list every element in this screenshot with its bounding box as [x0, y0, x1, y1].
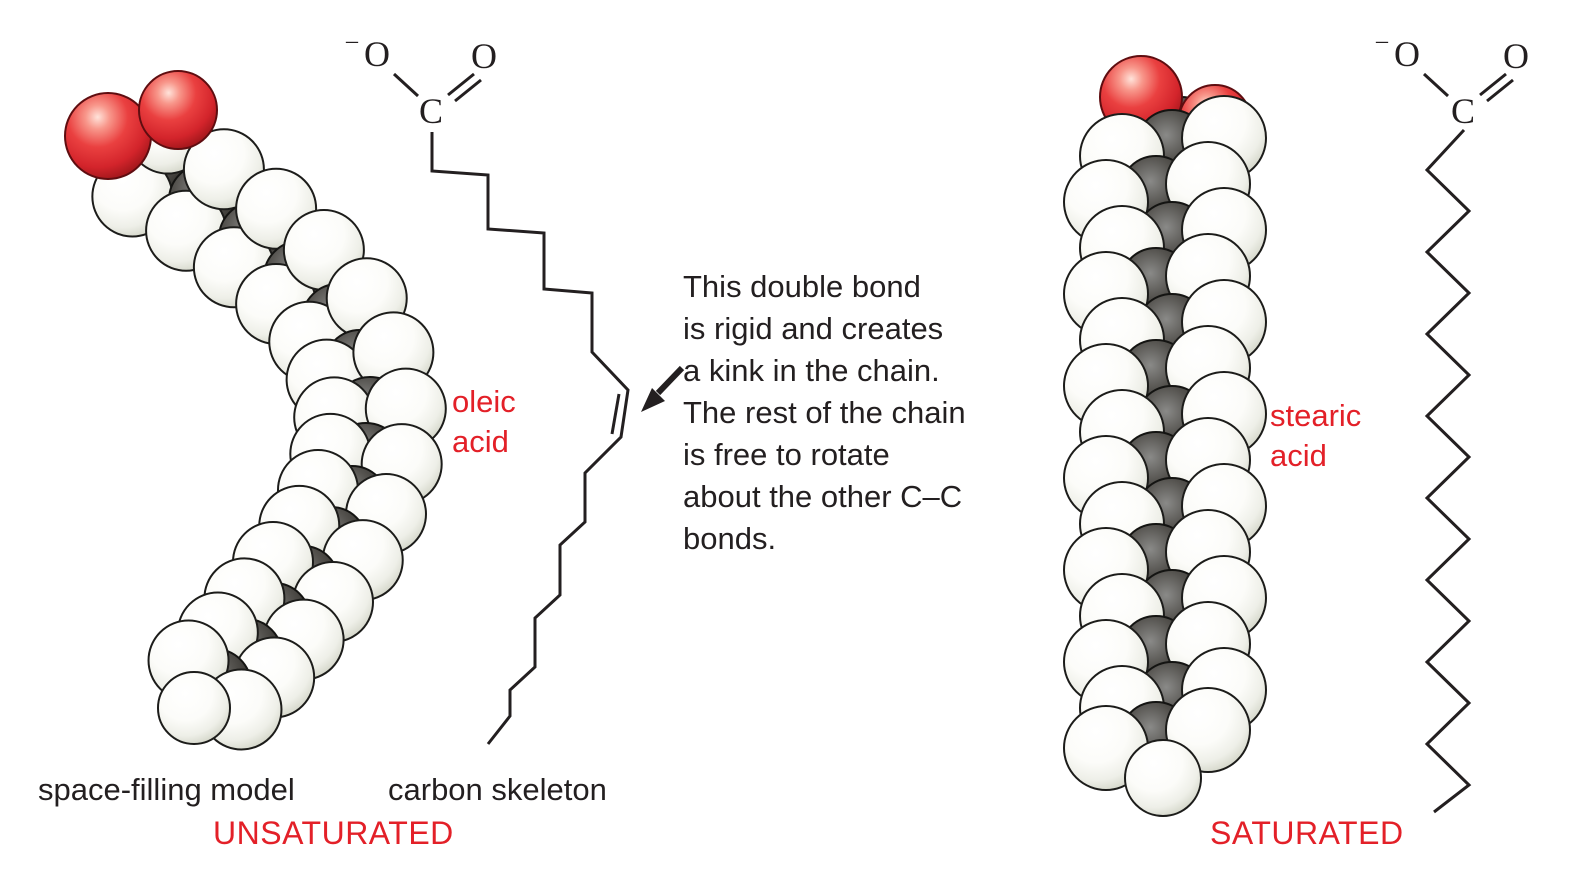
stearic-o-minus-charge: –	[1376, 28, 1388, 54]
bond-c-o-double-2	[454, 78, 482, 103]
stearic-carboxyl-carbon: C	[1451, 91, 1476, 131]
oleic-o-minus-charge: –	[346, 28, 358, 54]
annotation-line-7: bonds.	[683, 521, 777, 556]
annotation-line-3: a kink in the chain.	[683, 353, 940, 388]
oleic-carboxyl-carbon: C	[419, 91, 444, 131]
stearic-carboxylate-o-minus: O	[1394, 34, 1420, 74]
stearic-chain-path	[1424, 128, 1472, 814]
annotation-arrow-icon	[641, 365, 685, 412]
oleic-carbonyl-oxygen: O	[471, 36, 497, 76]
oleic-carboxylate-o-minus: O	[364, 34, 390, 74]
bond-o-minus-c	[1422, 72, 1450, 98]
oleic-acid-label: oleic acid	[452, 382, 516, 462]
stearic-acid-label-line2: acid	[1270, 438, 1327, 473]
stearic-carbon-skeleton	[1422, 72, 1514, 814]
stearic-acid-label: stearic acid	[1270, 396, 1361, 476]
oleic-carbon-skeleton	[392, 72, 630, 745]
stearic-space-filling-model	[1063, 55, 1267, 817]
oxygen-sphere	[64, 92, 152, 180]
bond-c-o-double-1	[1479, 72, 1507, 97]
annotation-line-4: The rest of the chain	[683, 395, 966, 430]
hydrogen-sphere	[1124, 739, 1202, 817]
stearic-acid-label-line1: stearic	[1270, 398, 1362, 433]
oleic-space-filling-model	[64, 70, 447, 751]
cis-double-bond-inner-line	[610, 393, 621, 435]
annotation-line-6: about the other C–C	[683, 479, 963, 514]
hydrogen-sphere	[157, 671, 231, 745]
bond-c-o-double-2	[1486, 78, 1514, 103]
annotation-line-1: This double bond	[683, 269, 921, 304]
bond-o-minus-c	[392, 72, 420, 98]
double-bond-annotation: This double bond is rigid and creates a …	[683, 266, 966, 560]
oleic-acid-label-line2: acid	[452, 424, 509, 459]
saturated-label: SATURATED	[1210, 815, 1404, 851]
carbon-skeleton-caption: carbon skeleton	[388, 772, 607, 807]
oleic-acid-label-line1: oleic	[452, 384, 516, 419]
oleic-chain-path	[430, 132, 630, 745]
stearic-carbonyl-oxygen: O	[1503, 36, 1529, 76]
annotation-line-2: is rigid and creates	[683, 311, 944, 346]
space-filling-model-caption: space-filling model	[38, 772, 295, 807]
oxygen-sphere	[138, 70, 218, 150]
annotation-line-5: is free to rotate	[683, 437, 890, 472]
bond-c-o-double-1	[447, 72, 475, 97]
unsaturated-label: UNSATURATED	[213, 815, 454, 851]
